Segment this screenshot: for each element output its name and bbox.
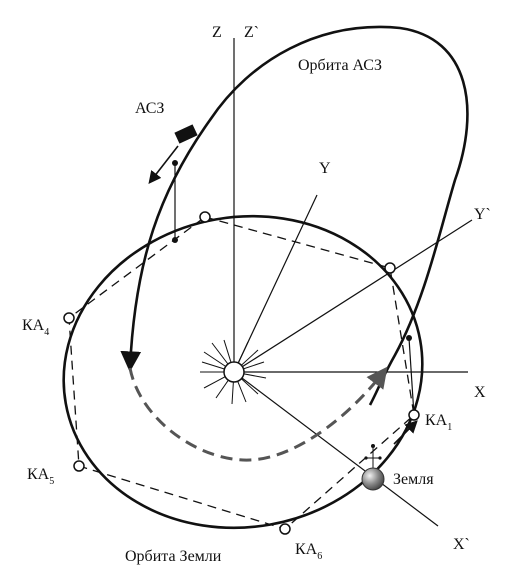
label-axis-x-prime: X`	[453, 536, 470, 553]
label-ka4: КА4	[22, 317, 49, 338]
asz-projection-line-2	[408, 337, 415, 416]
label-orbit-earth: Орбита Земли	[125, 548, 222, 565]
label-asz: АСЗ	[135, 100, 164, 117]
asz-orbit-dot	[172, 160, 178, 166]
label-axis-y-prime: Y`	[474, 206, 491, 223]
asz-projection-dot	[172, 237, 178, 243]
satellite-icon	[174, 124, 198, 144]
node-ka4	[63, 312, 75, 324]
sun-icon	[223, 361, 245, 383]
label-orbit-asz: Орбита АСЗ	[298, 57, 382, 74]
label-axis-x: X	[474, 384, 486, 401]
axis-x-prime-line	[233, 371, 439, 527]
asz-orbit	[120, 25, 469, 406]
node-top	[199, 211, 211, 223]
label-axis-z: Z	[212, 24, 222, 41]
label-earth: Земля	[393, 471, 434, 488]
node-ka1	[408, 409, 420, 421]
label-ka5: КА5	[27, 466, 54, 487]
node-right	[384, 262, 396, 274]
earth-icon	[361, 444, 385, 491]
axis-y-prime-line	[233, 219, 473, 373]
axes	[233, 38, 473, 527]
label-axis-y: Y	[319, 160, 331, 177]
asz-orbit-dot-2	[406, 335, 412, 341]
node-ka5	[73, 460, 85, 472]
node-ka6	[279, 523, 291, 535]
asz-orbit-hidden	[128, 366, 388, 462]
label-axis-z-prime: Z`	[244, 24, 259, 41]
label-ka6: КА6	[295, 541, 322, 562]
satellite-velocity-arrow	[148, 145, 179, 185]
earth-velocity-arrow	[393, 420, 418, 445]
label-ka1: КА1	[425, 412, 452, 433]
spacecraft-nodes	[63, 211, 420, 535]
